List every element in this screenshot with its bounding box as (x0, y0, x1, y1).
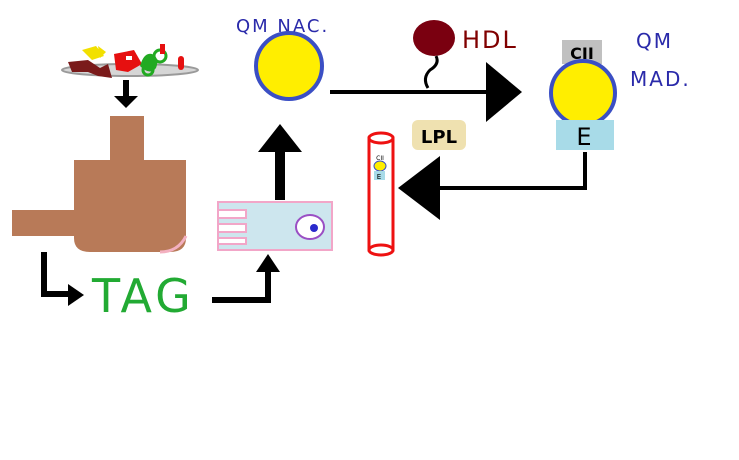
capillary-icon (367, 131, 395, 257)
enterocyte-icon (217, 201, 333, 251)
arrow-tag-to-enterocyte (212, 254, 280, 303)
mature-chylomicron (549, 59, 617, 127)
mini-chylomicron (373, 160, 387, 172)
apo-e-box (556, 120, 614, 150)
qm-nascent-label: QM NAC. (236, 16, 329, 37)
arrow-mature-to-capillary (398, 152, 587, 220)
mini-apo-c2-label: CII (376, 155, 384, 162)
qm-mature-label-line2: MAD. (630, 67, 691, 91)
nascent-chylomicron (254, 31, 324, 101)
mini-apo-e-label: E (377, 173, 381, 181)
apo-e-label: E (576, 123, 591, 151)
arrow-intestine-to-tag (41, 252, 84, 306)
arrow-plate-to-intestine (114, 80, 138, 108)
hdl-label: HDL (462, 26, 518, 54)
arrow-enterocyte-to-qm (258, 124, 302, 200)
lpl-label: LPL (421, 127, 457, 148)
apo-c2-label: CII (570, 44, 594, 63)
qm-mature-label-line1: QM (636, 29, 673, 53)
food-plate-icon (61, 44, 199, 78)
mini-apo-e-box (374, 171, 385, 180)
arrow-nascent-to-mature (330, 62, 522, 122)
hdl-particle-icon (413, 20, 455, 89)
tag-label: TAG (91, 269, 195, 323)
lpl-badge (412, 120, 466, 150)
intestine-icon (12, 116, 188, 254)
